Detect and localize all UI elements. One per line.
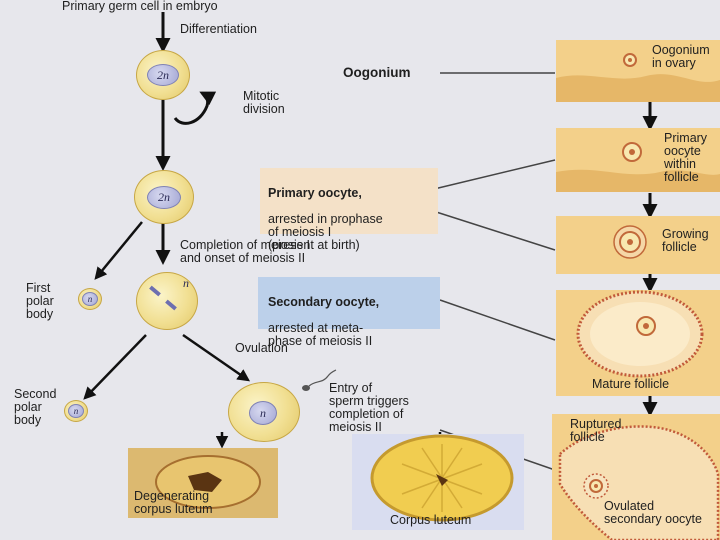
sperm-icon <box>302 369 337 391</box>
panel-oogonium-in-ovary: Oogonium in ovary <box>556 40 720 102</box>
panel-primary-oocyte-label: Primary oocyte within follicle <box>664 131 708 184</box>
spindle-chromosomes-2 <box>165 299 177 311</box>
mitotic-division-label: Mitotic division <box>243 89 285 116</box>
panel-growing-follicle-label: Growing follicle <box>662 227 709 254</box>
panel-growing-follicle: Growing follicle <box>556 216 720 274</box>
panel-primary-oocyte-within-follicle: Primary oocyte within follicle <box>556 128 720 192</box>
primary-oocyte-desc: arrested in prophase of meiosis I (prese… <box>268 212 383 252</box>
completion-meiosis-label: Completion of meiosis I and onset of mei… <box>180 238 310 265</box>
arrow-to-ovum <box>182 333 251 382</box>
oogonium-label: Oogonium <box>343 65 411 80</box>
panel-oogonium-in-ovary-label: Oogonium in ovary <box>652 43 710 70</box>
primary-oocyte-nucleus: 2n <box>147 186 181 209</box>
panel-ruptured-follicle: Ruptured follicle Ovulated secondary ooc… <box>552 414 720 540</box>
ovum-nucleus: n <box>249 401 277 425</box>
panel-ovulated-oocyte-label: Ovulated secondary oocyte <box>604 499 702 526</box>
primary-oocyte-cell: 2n <box>134 170 194 224</box>
second-polar-body-cell: n <box>64 400 88 422</box>
panel-corpus-luteum-label: Corpus luteum <box>390 513 472 527</box>
arrow-to-second-polar-body <box>83 334 147 400</box>
panel-degenerating-label: Degenerating corpus luteum <box>134 489 213 516</box>
spindle-chromosomes <box>149 285 161 297</box>
second-polar-body-nucleus: n <box>68 404 84 418</box>
top-label: Primary germ cell in embryo <box>62 0 218 13</box>
secondary-oocyte-box: Secondary oocyte, arrested at meta- phas… <box>258 277 440 348</box>
ovulation-label: Ovulation <box>235 341 288 355</box>
arrow-to-first-polar-body <box>94 221 143 280</box>
differentiation-label: Differentiation <box>180 22 257 36</box>
panel-degenerating-corpus-luteum: Degenerating corpus luteum <box>128 448 278 518</box>
ovum-cell: n <box>228 382 300 442</box>
oogonium-nucleus: 2n <box>147 64 179 86</box>
line-primary-to-panel <box>429 159 556 191</box>
secondary-oocyte-cell <box>136 272 198 330</box>
mitotic-loop-arrow <box>173 91 217 125</box>
panel-mature-follicle-label: Mature follicle <box>592 377 670 391</box>
sperm-entry-label: Entry of sperm triggers completion of me… <box>329 381 409 434</box>
line-secondary-to-mature <box>439 299 556 341</box>
first-polar-body-nucleus: n <box>82 292 98 306</box>
secondary-oocyte-desc: arrested at meta- phase of meiosis II <box>268 321 373 348</box>
first-polar-body-label: First polar body <box>26 281 54 321</box>
panel-ruptured-follicle-label: Ruptured follicle <box>570 417 622 444</box>
second-polar-body-label: Second polar body <box>14 387 57 427</box>
panel-mature-follicle: Mature follicle <box>556 290 720 396</box>
secondary-oocyte-ploidy: n <box>183 276 189 290</box>
panel-corpus-luteum: Corpus luteum <box>352 434 524 530</box>
secondary-oocyte-title: Secondary oocyte, <box>268 295 380 309</box>
first-polar-body-cell: n <box>78 288 102 310</box>
oogonium-cell: 2n <box>136 50 190 100</box>
line-primary-to-growing <box>429 209 556 251</box>
primary-oocyte-title: Primary oocyte, <box>268 186 362 200</box>
primary-oocyte-box: Primary oocyte, arrested in prophase of … <box>260 168 438 252</box>
